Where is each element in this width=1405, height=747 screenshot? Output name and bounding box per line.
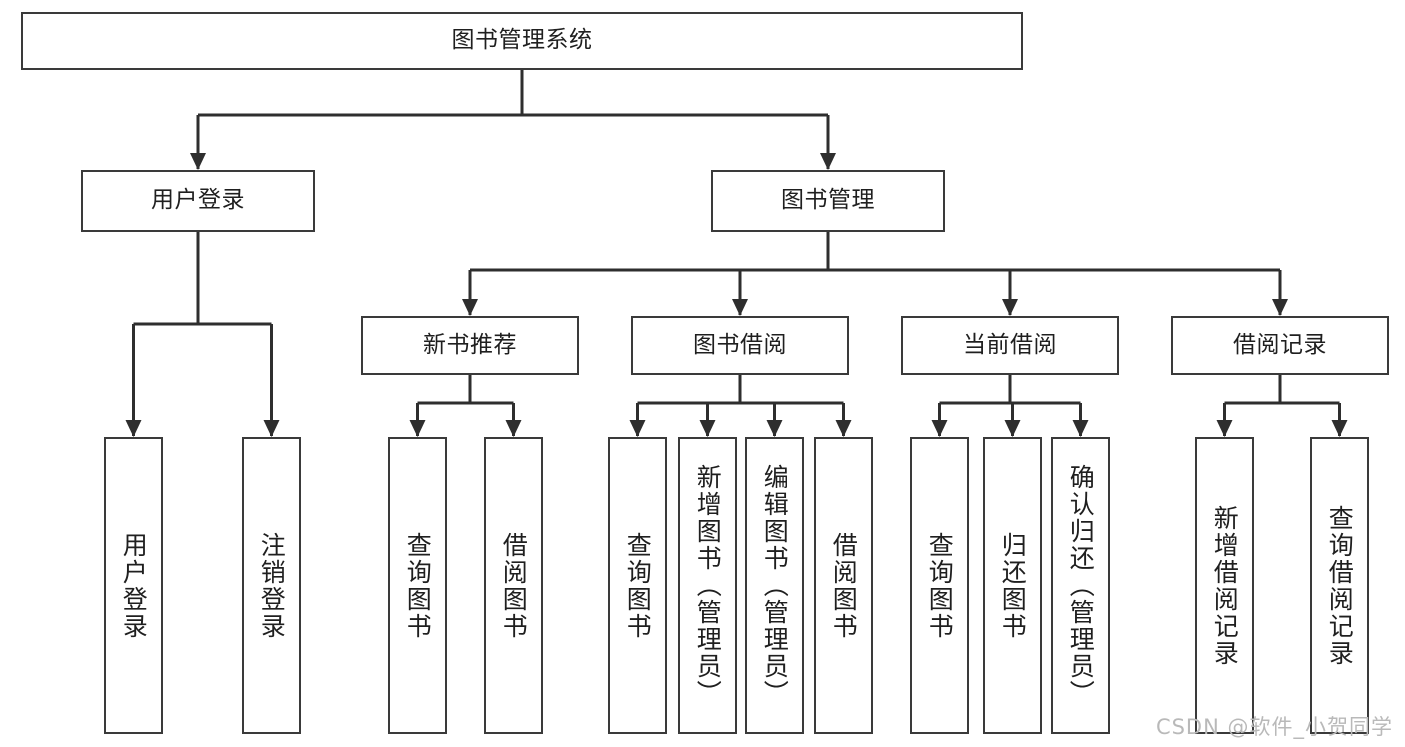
node-label: 归还图书 [998,531,1028,640]
node-label: 图书借阅 [693,331,787,358]
node-leaf3[interactable]: 查询图书 [388,437,447,734]
node-label: 借阅记录 [1233,331,1327,358]
node-leaf4[interactable]: 借阅图书 [484,437,543,734]
node-leaf13[interactable]: 查询借阅记录 [1310,437,1369,734]
node-leaf8[interactable]: 借阅图书 [814,437,873,734]
node-label: 新书推荐 [423,331,517,358]
node-leaf6[interactable]: 新增图书（管理员） [678,437,737,734]
node-label: 用户登录 [119,531,149,640]
node-root[interactable]: 图书管理系统 [21,12,1023,70]
node-label: 查询图书 [403,531,433,640]
node-label: 查询图书 [925,531,955,640]
node-leaf1[interactable]: 用户登录 [104,437,163,734]
node-leaf9[interactable]: 查询图书 [910,437,969,734]
watermark: CSDN @软件_小贺同学 [1155,715,1393,739]
node-leaf7[interactable]: 编辑图书（管理员） [745,437,804,734]
node-label: 查询图书 [623,531,653,640]
node-label: 注销登录 [257,531,287,640]
node-current[interactable]: 当前借阅 [901,316,1119,375]
node-label: 图书管理系统 [451,27,593,54]
node-records[interactable]: 借阅记录 [1171,316,1389,375]
node-leaf11[interactable]: 确认归还（管理员） [1051,437,1110,734]
node-login[interactable]: 用户登录 [81,170,315,232]
node-label: 借阅图书 [829,531,859,640]
node-label: 当前借阅 [963,331,1057,358]
node-label: 新增图书（管理员） [693,464,723,707]
node-recommend[interactable]: 新书推荐 [361,316,579,375]
node-leaf2[interactable]: 注销登录 [242,437,301,734]
node-borrow[interactable]: 图书借阅 [631,316,849,375]
node-bookmgmt[interactable]: 图书管理 [711,170,945,232]
node-label: 查询借阅记录 [1325,504,1355,667]
node-label: 新增借阅记录 [1210,504,1240,667]
node-leaf12[interactable]: 新增借阅记录 [1195,437,1254,734]
node-leaf10[interactable]: 归还图书 [983,437,1042,734]
node-label: 用户登录 [151,187,245,214]
node-label: 图书管理 [781,187,875,214]
node-label: 借阅图书 [499,531,529,640]
node-leaf5[interactable]: 查询图书 [608,437,667,734]
node-label: 编辑图书（管理员） [760,464,790,707]
node-label: 确认归还（管理员） [1066,464,1096,707]
